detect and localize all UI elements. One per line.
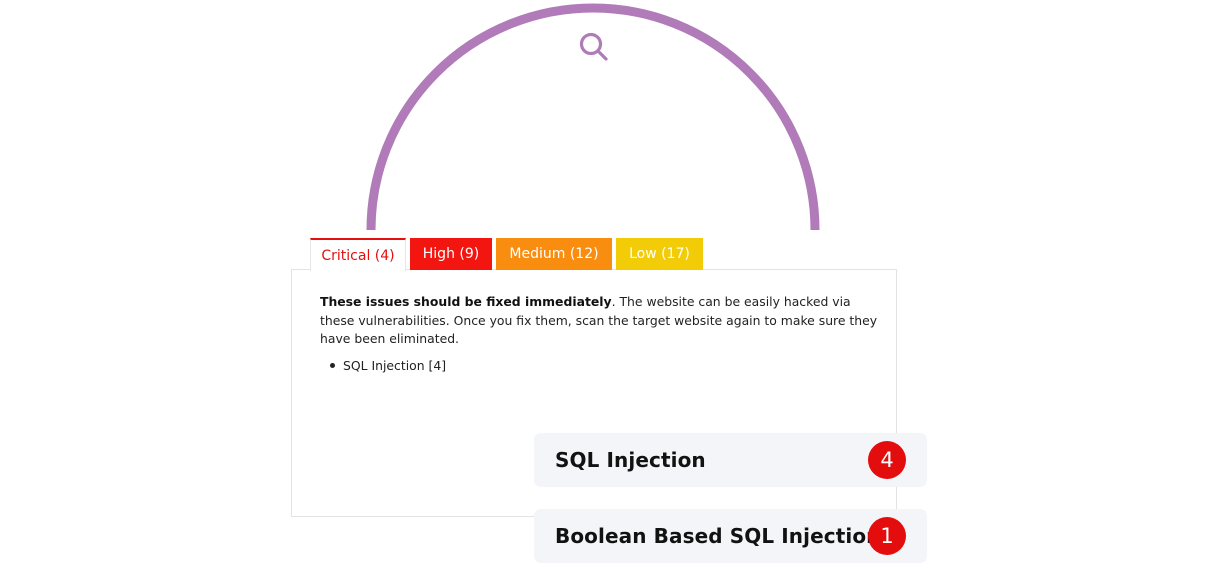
search-icon [579,32,608,61]
issue-label: SQL Injection [4] [343,358,447,373]
count-badge: 1 [868,517,906,555]
card-title: SQL Injection [555,448,706,472]
list-item[interactable]: SQL Injection [4] [330,358,446,373]
vulnerability-card-sql-injection[interactable]: SQL Injection 4 [534,433,927,487]
count-badge: 4 [868,441,906,479]
severity-description: These issues should be fixed immediately… [320,293,888,349]
tab-low[interactable]: Low (17) [616,238,703,270]
issue-list: SQL Injection [4] [330,358,446,373]
card-title: Boolean Based SQL Injection [555,524,881,548]
tab-medium[interactable]: Medium (12) [496,238,612,270]
tab-high[interactable]: High (9) [410,238,492,270]
tab-critical[interactable]: Critical (4) [310,238,406,271]
description-emphasis: These issues should be fixed immediately [320,294,612,309]
arc-path [366,3,820,231]
severity-tabs: Critical (4) High (9) Medium (12) Low (1… [310,238,707,271]
description-text: . The website can be easily hacked via t… [320,294,878,346]
vulnerability-card-boolean-sql-injection[interactable]: Boolean Based SQL Injection 1 [534,509,927,563]
bullet-icon [330,363,335,368]
